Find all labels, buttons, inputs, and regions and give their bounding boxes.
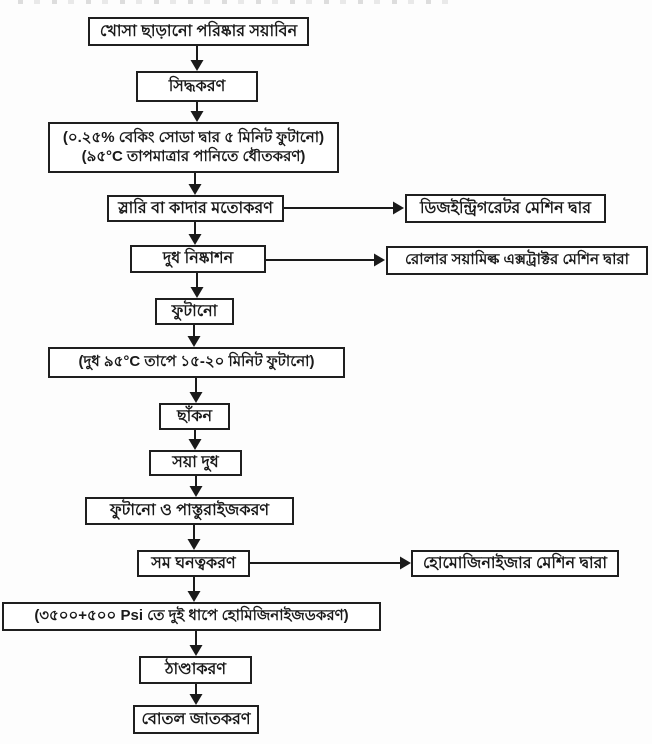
step-label: স্লারি বা কাদার মতোকরণ (118, 199, 273, 217)
step-milk-95c-boil-note: (দুধ ৯৫°C তাপে ১৫-২০ মিনিট ফুটানো) (48, 347, 345, 378)
arrow-down-5 (190, 272, 204, 298)
step-label-line1: (০.২৫% বেকিং সোডা দ্বার ৫ মিনিট ফুটানো) (62, 128, 325, 146)
arrow-down-9 (189, 475, 203, 497)
step-label: সিদ্ধকরণ (168, 77, 226, 95)
side-note-label: ডিজইন্ট্রিগরেটর মেশিন দ্বার (419, 199, 592, 217)
arrow-down-13 (189, 683, 203, 705)
arrow-down-7 (189, 377, 203, 403)
step-boiling: সিদ্ধকরণ (136, 71, 258, 102)
arrow-down-4 (188, 221, 202, 245)
step-dehulled-clean-soybean: খোসা ছাড়ানো পরিষ্কার সয়াবিন (88, 17, 309, 46)
step-label: সয়া দুধ (172, 454, 219, 471)
step-slurry-making: স্লারি বা কাদার মতোকরণ (107, 195, 284, 222)
arrow-down-6 (187, 324, 201, 347)
side-note-label: রোলার সয়ামিল্ক এক্সট্রাক্টর মেশিন দ্বার… (404, 251, 630, 269)
arrow-right-homogenizer (250, 556, 411, 570)
step-label-line2: (৯৫°C তাপমাত্রার পানিতে ধৌতকরণ) (81, 147, 306, 165)
step-label: দুধ নিষ্কাশন (162, 250, 234, 267)
step-label: বোতল জাতকরণ (141, 710, 251, 728)
arrow-down-1 (190, 45, 204, 71)
step-boiling-and-pasteurization: ফুটানো ও পাস্তুরাইজকরণ (85, 497, 294, 525)
step-homogenization: সম ঘনত্বকরণ (137, 550, 250, 577)
step-baking-soda-wash-note: (০.২৫% বেকিং সোডা দ্বার ৫ মিনিট ফুটানো) … (48, 122, 339, 173)
step-label: ঠাণ্ডাকরণ (164, 661, 227, 678)
side-note-homogenizer-machine: হোমোজিনাইজার মেশিন দ্বারা (411, 550, 619, 577)
side-note-roller-soymilk-extractor-machine: রোলার সয়ামিল্ক এক্সট্রাক্টর মেশিন দ্বার… (386, 246, 648, 275)
side-note-disintegrator-machine: ডিজইন্ট্রিগরেটর মেশিন দ্বার (405, 194, 606, 223)
step-label: সম ঘনত্বকরণ (151, 554, 236, 572)
step-two-stage-psi-note: (৩৫০০+৫০০ Psi তে দুই ধাপে হোমিজিনাইজডকরণ… (2, 602, 381, 631)
step-straining: ছাঁকন (159, 403, 230, 430)
arrow-down-11 (187, 576, 201, 602)
arrow-down-8 (188, 429, 202, 450)
step-label: ছাঁকন (176, 407, 213, 425)
step-cooling: ঠাণ্ডাকরণ (139, 656, 252, 684)
step-label: (দুধ ৯৫°C তাপে ১৫-২০ মিনিট ফুটানো) (78, 353, 315, 371)
arrow-down-2 (190, 101, 204, 122)
step-milk-extraction: দুধ নিষ্কাশন (130, 245, 266, 273)
arrow-down-10 (187, 524, 201, 550)
side-note-label: হোমোজিনাইজার মেশিন দ্বারা (422, 554, 608, 572)
step-boiling-2: ফুটানো (155, 298, 234, 325)
arrow-right-disintegrator (283, 201, 404, 215)
arrow-down-12 (189, 630, 203, 656)
step-label: খোসা ছাড়ানো পরিষ্কার সয়াবিন (99, 22, 298, 40)
step-label: ফুটানো ও পাস্তুরাইজকরণ (109, 502, 270, 519)
arrow-down-3 (188, 172, 202, 195)
step-label: (৩৫০০+৫০০ Psi তে দুই ধাপে হোমিজিনাইজডকরণ… (34, 607, 349, 625)
cropped-text-remnant (18, 0, 458, 4)
step-bottling: বোতল জাতকরণ (133, 705, 259, 734)
step-soy-milk: সয়া দুধ (149, 450, 242, 476)
arrow-right-extractor (265, 253, 385, 267)
step-label: ফুটানো (171, 302, 218, 320)
